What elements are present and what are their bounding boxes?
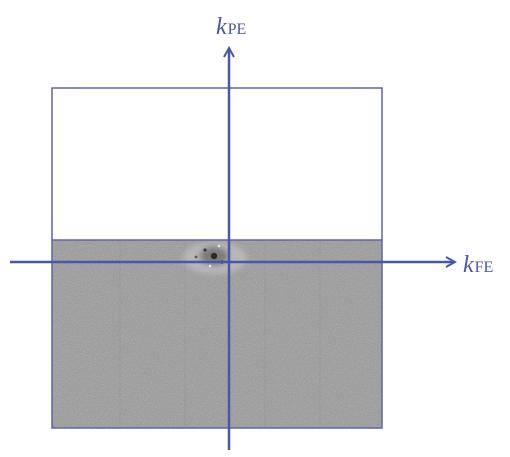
phase-encode-axis-label: kPE bbox=[216, 14, 246, 40]
k-space-frame bbox=[51, 87, 383, 429]
k-space-center-signal bbox=[183, 242, 247, 274]
unacquired-k-space-region bbox=[52, 88, 382, 240]
frequency-encode-axis-label: kFE bbox=[463, 252, 493, 278]
